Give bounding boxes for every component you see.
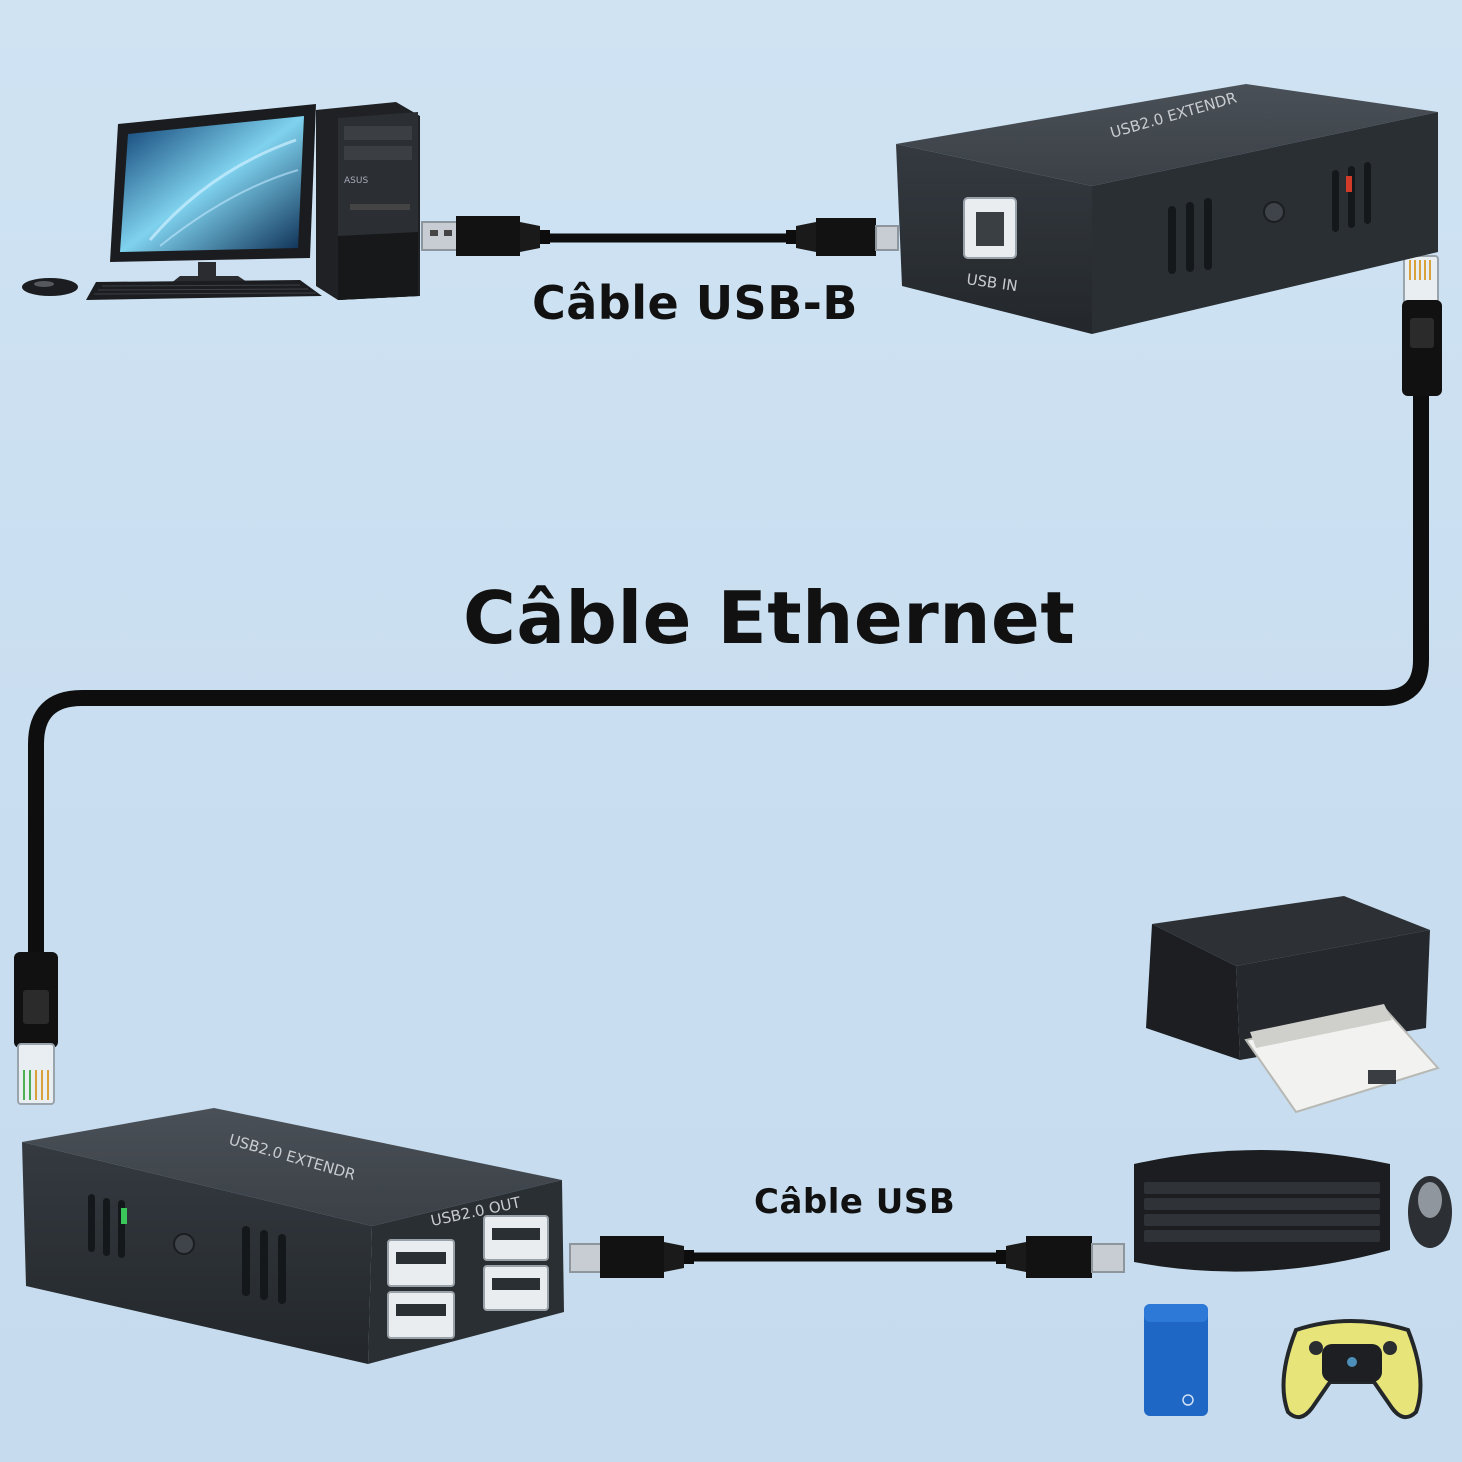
receiver-vents <box>88 1194 286 1304</box>
gamepad <box>1281 1319 1423 1420</box>
status-led-rx <box>121 1208 127 1224</box>
usb-b-cable-label: Câble USB-B <box>532 276 858 330</box>
rj45-plug-top <box>1402 255 1442 396</box>
usb-cable <box>569 1236 1125 1278</box>
usb-cable-label: Câble USB <box>754 1182 956 1222</box>
ethernet-cable <box>28 388 1429 966</box>
mouse <box>22 278 78 296</box>
wireless-keyboard <box>1134 1150 1390 1272</box>
receiver-unit: USB2.0 EXTENDR USB2.0 OUT <box>22 1108 564 1364</box>
external-hard-drive <box>1144 1304 1208 1416</box>
wireless-mouse <box>1408 1176 1452 1248</box>
usb-a-ports <box>387 1215 549 1339</box>
usb-b-cable <box>421 216 899 256</box>
monitor <box>110 104 316 284</box>
transmitter-unit: USB IN USB2.0 EXTENDR <box>896 84 1438 334</box>
printer <box>1146 896 1440 1114</box>
keyboard <box>86 280 322 300</box>
status-led-tx <box>1346 176 1352 192</box>
pc-tower: ASUS <box>316 102 420 300</box>
computer: ASUS <box>22 102 420 300</box>
ethernet-cable-label: Câble Ethernet <box>463 576 1076 660</box>
rj45-plug-bottom <box>14 952 58 1105</box>
tower-brand-text: ASUS <box>344 176 368 186</box>
